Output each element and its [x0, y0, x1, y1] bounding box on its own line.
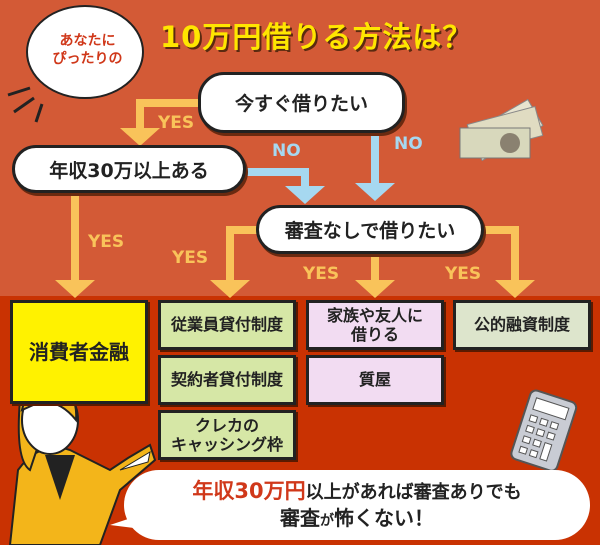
yes-label: YES [158, 113, 195, 133]
arrowhead [285, 186, 325, 204]
result-policy-loan: 契約者貸付制度 [158, 355, 296, 405]
arrowhead [120, 128, 160, 146]
result-card-cashing: クレカの キャッシング枠 [158, 410, 296, 460]
cloud-badge-shape [7, 5, 144, 123]
yes-label: YES [172, 248, 209, 268]
yes-arrow-q3-right [483, 226, 519, 283]
cloud-badge: あなたに ぴったりの [40, 32, 135, 68]
message-text: 審査 [280, 506, 320, 531]
badge-line1: あなたに [59, 33, 116, 49]
yes-arrow-q1 [136, 99, 200, 130]
message-text: 怖くない！ [334, 506, 434, 531]
message-highlight: 年収30万円 [192, 479, 306, 504]
message-bubble: 年収30万円以上があれば審査ありでも 審査が怖くない！ [124, 470, 590, 540]
message-text: 以上があれば審査ありでも [305, 482, 522, 504]
yes-label: YES [303, 264, 340, 284]
no-arrow-q2 [245, 168, 309, 188]
question-want-now: 今すぐ借りたい [198, 72, 405, 133]
yes-label: YES [445, 264, 482, 284]
result-employee-loan: 従業員貸付制度 [158, 300, 296, 350]
money-icon [459, 98, 544, 162]
yes-arrow-q3-left [226, 226, 258, 283]
no-label: NO [272, 141, 301, 161]
result-consumer-finance: 消費者金融 [10, 300, 148, 404]
message-line1: 年収30万円以上があれば審査ありでも [192, 478, 521, 505]
question-no-screening: 審査なしで借りたい [256, 205, 484, 254]
family-line1: 家族や友人に [326, 305, 423, 325]
family-line2: 借りる [350, 325, 399, 344]
result-public-loan: 公的融資制度 [453, 300, 591, 350]
result-family-friends: 家族や友人に 借りる [306, 300, 444, 350]
result-pawn-shop: 質屋 [306, 355, 444, 405]
yes-label: YES [88, 232, 125, 252]
calculator-icon [510, 389, 578, 472]
no-label: NO [394, 134, 423, 154]
badge-line2: ぴったりの [52, 51, 123, 68]
card-cashing-line1: クレカの [194, 415, 259, 435]
page-title: 10万円借りる方法は？ [160, 20, 473, 54]
arrowhead [55, 280, 95, 298]
arrowhead [210, 280, 250, 298]
arrowhead [495, 280, 535, 298]
question-income-300k: 年収30万以上ある [12, 145, 246, 193]
arrowhead [355, 183, 395, 201]
message-line2: 審査が怖くない！ [280, 505, 434, 531]
arrowhead [355, 280, 395, 298]
message-text: が [320, 513, 334, 530]
card-cashing-line2: キャッシング枠 [170, 435, 283, 454]
